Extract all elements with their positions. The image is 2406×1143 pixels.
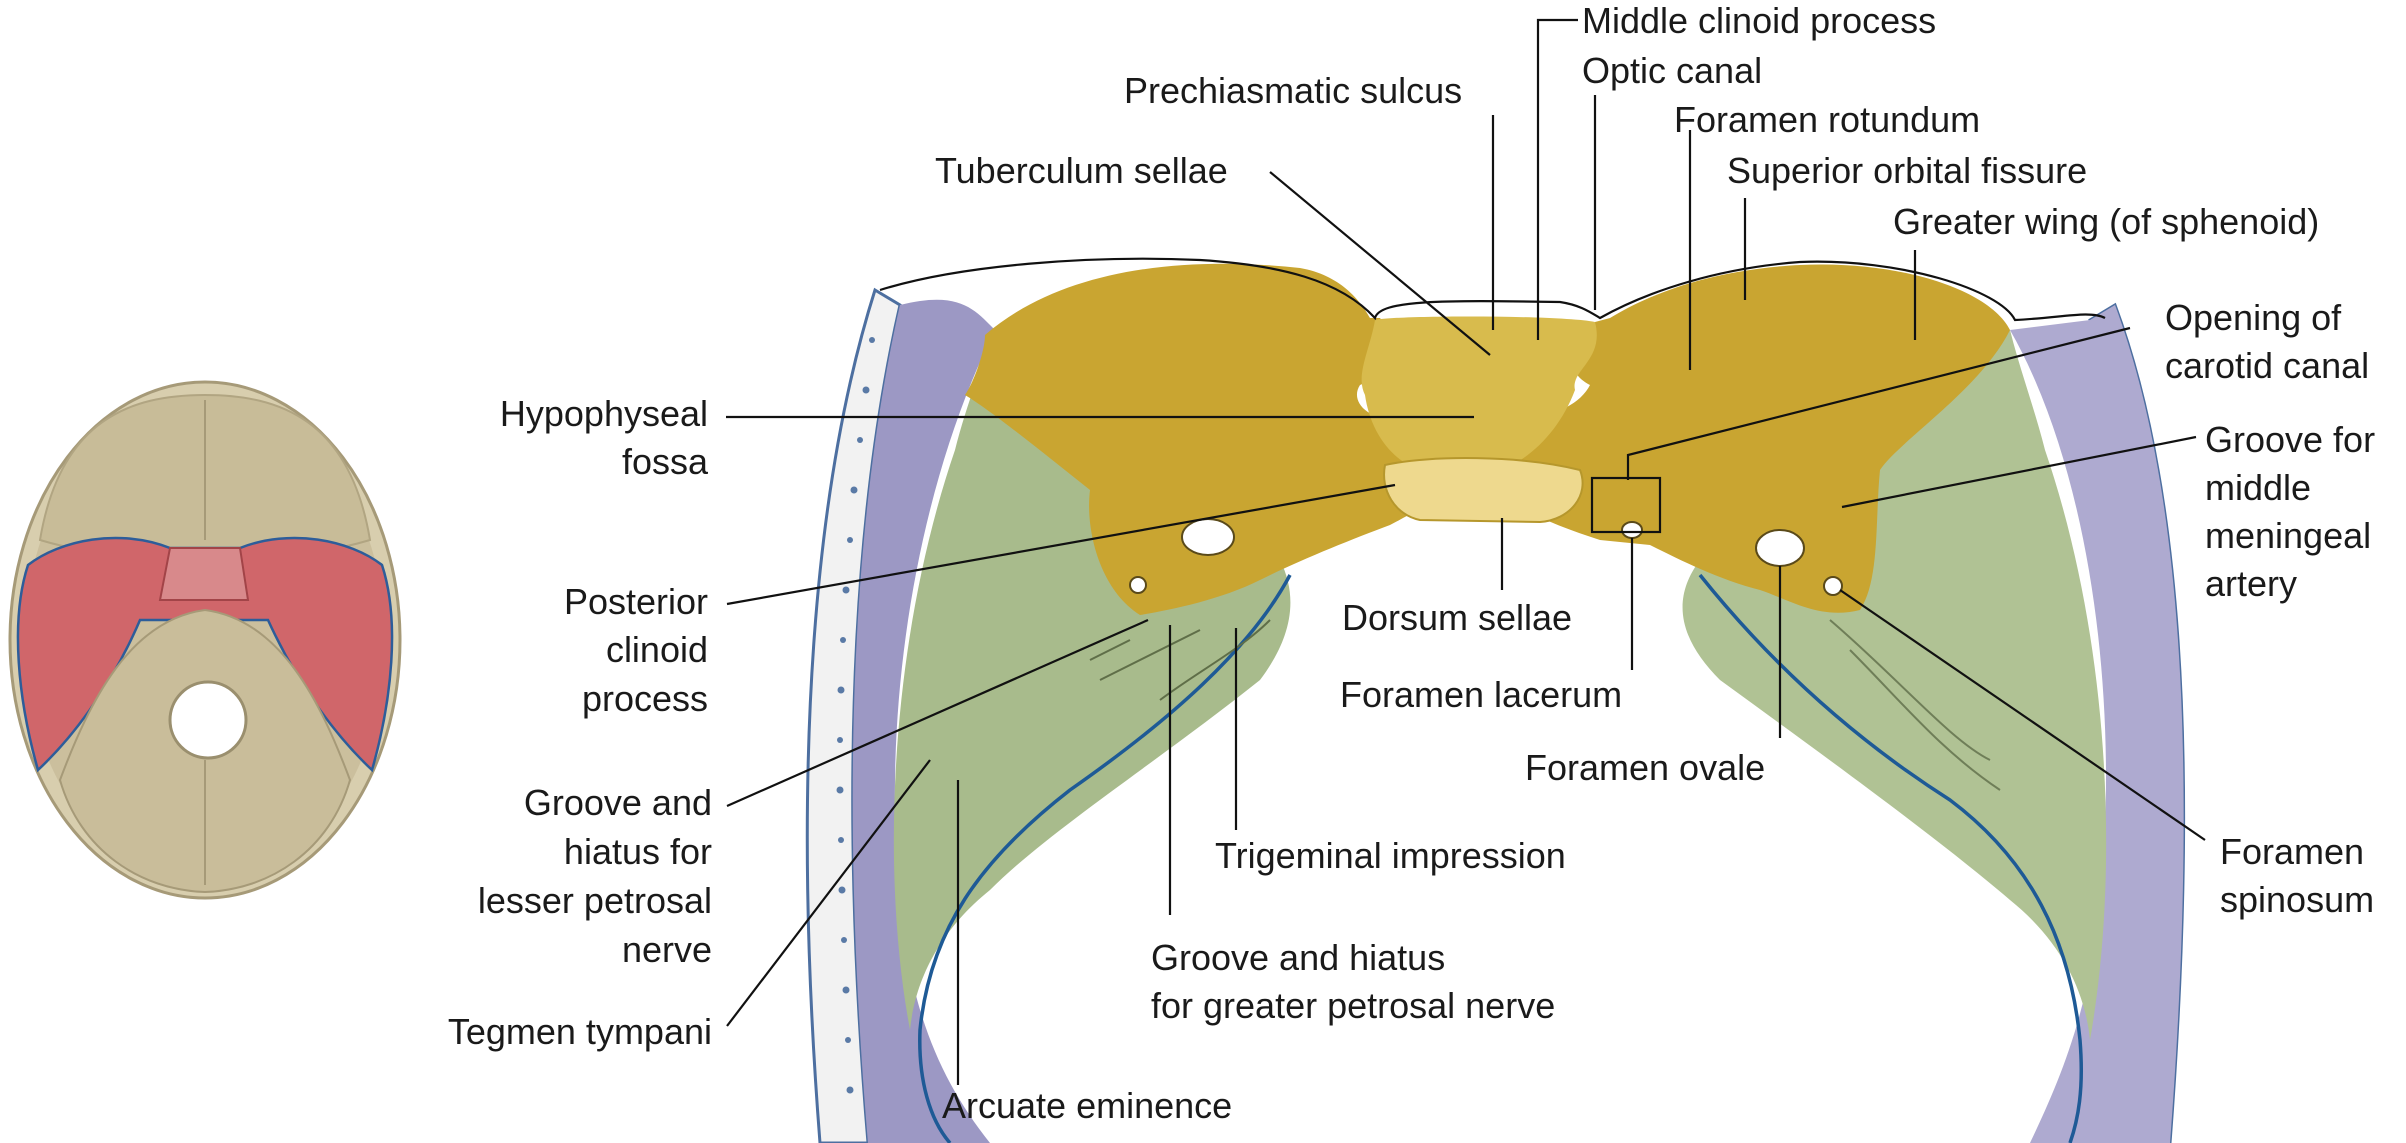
parietal-region-left [852,299,995,1143]
label-foramen-lacerum: Foramen lacerum [1340,674,1622,715]
sella-turcica-body [1361,316,1597,470]
overview-sella [158,547,250,601]
label-groove-mma-line2: middle [2205,467,2311,508]
leader-middle-clinoid [1536,18,1578,340]
label-tuberculum-sellae: Tuberculum sellae [935,150,1228,191]
label-groove-greater-line2: for greater petrosal nerve [1151,985,1555,1026]
groove-lines-left [1089,619,1271,701]
label-foramen-spinosum-line1: Foramen [2220,831,2364,872]
label-tegmen-tympani: Tegmen tympani [448,1011,712,1052]
groove-lines-right [1829,619,2001,791]
leader-opening-carotid [1626,326,2131,480]
label-groove-lesser-line1: Groove and [524,782,712,823]
leader-groove-mma [1841,435,2197,509]
middle-cranial-fossa [805,257,2186,1143]
foramen-lacerum-hole [1621,521,1643,539]
label-posterior-clinoid-line3: process [582,678,708,719]
label-greater-wing: Greater wing (of sphenoid) [1893,201,2319,242]
label-groove-lesser-line2: hiatus for [564,831,712,872]
leader-groove-lesser [726,618,1149,808]
label-dorsum-sellae: Dorsum sellae [1342,597,1572,638]
label-trigeminal-impression: Trigeminal impression [1215,835,1566,876]
leader-posterior-clinoid [726,483,1396,606]
fossa-outline [879,257,2106,322]
carotid-canal-marker-box [1590,476,1662,534]
skull-base-overview [8,380,402,900]
leader-lines [726,18,2206,1085]
dorsum-sellae-ridge [1383,457,1584,524]
overview-foramen-magnum [168,680,248,760]
label-opening-carotid-line1: Opening of [2165,297,2342,338]
label-groove-greater-line1: Groove and hiatus [1151,937,1445,978]
foramen-spinosum-right-hole [1823,576,1843,596]
label-middle-clinoid-process: Middle clinoid process [1582,0,1936,41]
label-opening-carotid-line2: carotid canal [2165,345,2369,386]
foramen-ovale-right-hole [1755,529,1805,567]
label-groove-mma-line1: Groove for [2205,419,2375,460]
leader-tegmen [726,759,931,1027]
skull-wall-left [805,287,902,1143]
label-groove-lesser-line4: nerve [622,929,712,970]
foramen-ovale-left-hole [1181,518,1235,556]
label-superior-orbital-fissure: Superior orbital fissure [1727,150,2087,191]
label-arcuate-eminence: Arcuate eminence [942,1085,1232,1126]
label-posterior-clinoid-line2: clinoid [606,629,708,670]
label-groove-mma-line4: artery [2205,563,2297,604]
label-hypophyseal-line2: fossa [622,441,709,482]
fossa-lower-outline-right [1698,573,2083,1143]
label-foramen-ovale: Foramen ovale [1525,747,1765,788]
label-groove-mma-line3: meningeal [2205,515,2371,556]
foramen-spinosum-left-hole [1129,576,1147,594]
parietal-region-right [2010,305,2184,1143]
leader-foramen-spinosum [1839,589,2206,841]
fossa-lower-outline-left [918,574,1292,1143]
label-foramen-rotundum: Foramen rotundum [1674,99,1980,140]
label-groove-lesser-line3: lesser petrosal [478,880,712,921]
labels: Middle clinoid process Optic canal Foram… [448,0,2375,1126]
label-hypophyseal-line1: Hypophyseal [500,393,708,434]
label-foramen-spinosum-line2: spinosum [2220,879,2374,920]
label-optic-canal: Optic canal [1582,50,1762,91]
label-prechiasmatic-sulcus: Prechiasmatic sulcus [1124,70,1462,111]
leader-tuberculum [1269,171,1491,356]
label-posterior-clinoid-line1: Posterior [564,581,708,622]
